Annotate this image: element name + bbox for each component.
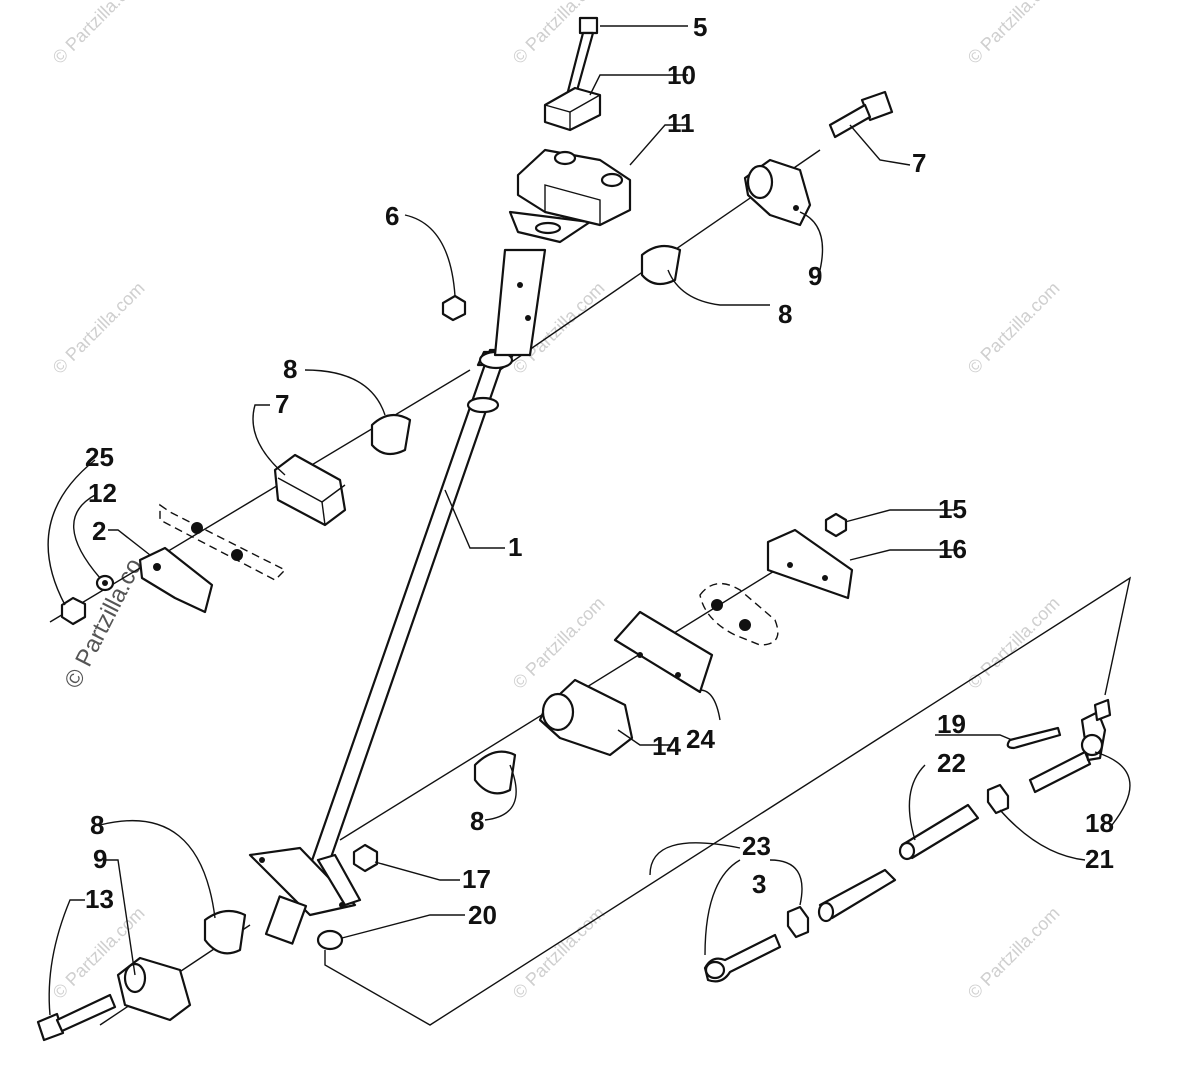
bushing-block-lower [116,956,192,1022]
watermark: © Partzilla.com [964,0,1064,68]
bushing-block-middle [538,678,634,757]
bushing-block-upper [743,158,812,227]
side-bolt [828,90,894,139]
callout-25: 25 [85,442,114,472]
callout-19: 19 [937,709,966,739]
callout-18: 18 [1085,808,1114,838]
callout-3: 3 [752,869,766,899]
dashed-gasket [699,582,779,646]
nut-left [60,596,87,626]
nut-upper [441,294,467,322]
callout-17: 17 [462,864,491,894]
watermark: © Partzilla.com [509,903,609,1003]
bushing-block-left [273,453,347,527]
callout-22: 22 [937,748,966,778]
callout-21: 21 [1085,844,1114,874]
callout-24: 24 [686,724,715,754]
upper-clamp-cap [543,86,602,132]
callout-16: 16 [938,534,967,564]
callout-labels: 5 10 11 7 6 9 8 8 7 25 12 2 1 15 16 24 1… [85,12,1114,930]
steering-post [248,210,592,945]
callout-4: 5 [693,12,707,42]
lower-bolt [36,993,117,1042]
callout-8a: 8 [778,299,792,329]
plate-large [613,610,714,694]
callout-9a: 9 [808,261,822,291]
callout-13: 13 [85,884,114,914]
watermark: © Partzilla.com [964,278,1064,378]
plate-small [766,528,854,600]
nut-right [824,512,848,538]
nut-flange [352,843,379,873]
watermark: © Partzilla.com [964,593,1064,693]
watermark: © Partzilla.com [49,0,149,68]
callout-7: 7 [275,389,289,419]
handlebar-clamp-base [516,148,632,227]
callout-15: 15 [938,494,967,524]
callout-23: 23 [742,831,771,861]
bushing-lower-left [203,909,247,955]
callout-11: 11 [667,108,695,138]
callout-12: 12 [88,478,117,508]
watermark: © Partzilla.com [49,278,149,378]
callout-20: 20 [468,900,497,930]
washer-flange [316,929,344,951]
callout-8c: 8 [470,806,484,836]
callout-10: 10 [667,60,696,90]
bracket [138,503,287,614]
callout-9b: 9 [93,844,107,874]
callout-1: 1 [508,532,522,562]
callout-8b: 8 [283,354,297,384]
callout-leaders [47,25,1131,1016]
bushing-upper-right [640,244,682,286]
callout-5: 6 [385,201,399,231]
tie-rod-assembly [703,698,1112,983]
bushing-left [370,413,412,456]
watermark: © Partzilla.com [964,903,1064,1003]
callout-14: 14 [652,731,681,761]
callout-2: 2 [92,516,106,546]
washer-left [95,574,115,592]
callout-6: 7 [912,148,926,178]
bushing-middle [473,750,517,795]
callout-8d: 8 [90,810,104,840]
watermark: © Partzilla.com [509,593,609,693]
